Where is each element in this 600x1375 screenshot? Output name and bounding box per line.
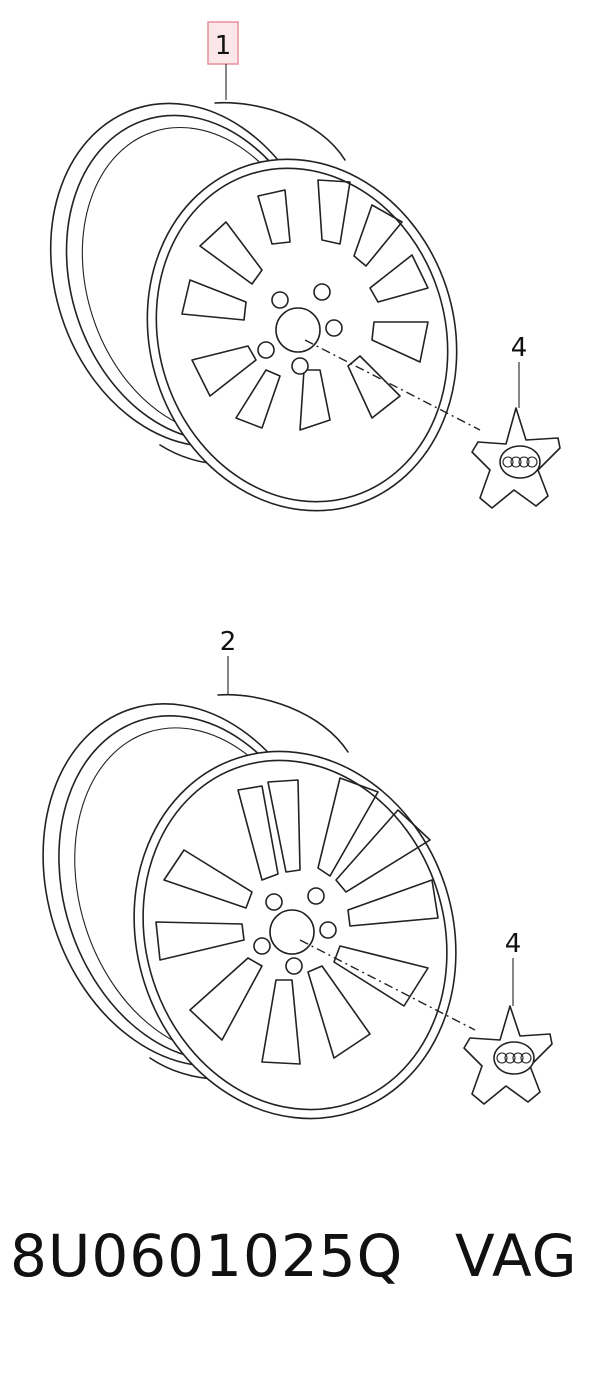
callout-wheel-2[interactable]: 2 [220, 627, 237, 694]
callout-label-wheel-2: 2 [220, 627, 237, 657]
callout-label-cap-1: 4 [511, 333, 528, 363]
part-number-label: 8U0601025Q [10, 1222, 404, 1290]
center-cap-1-drawing [471, 407, 561, 509]
wheel-1-drawing [49, 101, 481, 512]
callout-cap-1[interactable]: 4 [511, 333, 528, 408]
callout-wheel-1[interactable]: 1 [207, 21, 239, 100]
brand-label: VAG [455, 1222, 578, 1290]
callout-cap-2[interactable]: 4 [505, 929, 522, 1006]
center-cap-2-drawing [463, 1005, 553, 1105]
wheel-2-drawing [42, 693, 476, 1120]
callout-label-cap-2: 4 [505, 929, 522, 959]
callout-label-wheel-1: 1 [215, 31, 232, 61]
